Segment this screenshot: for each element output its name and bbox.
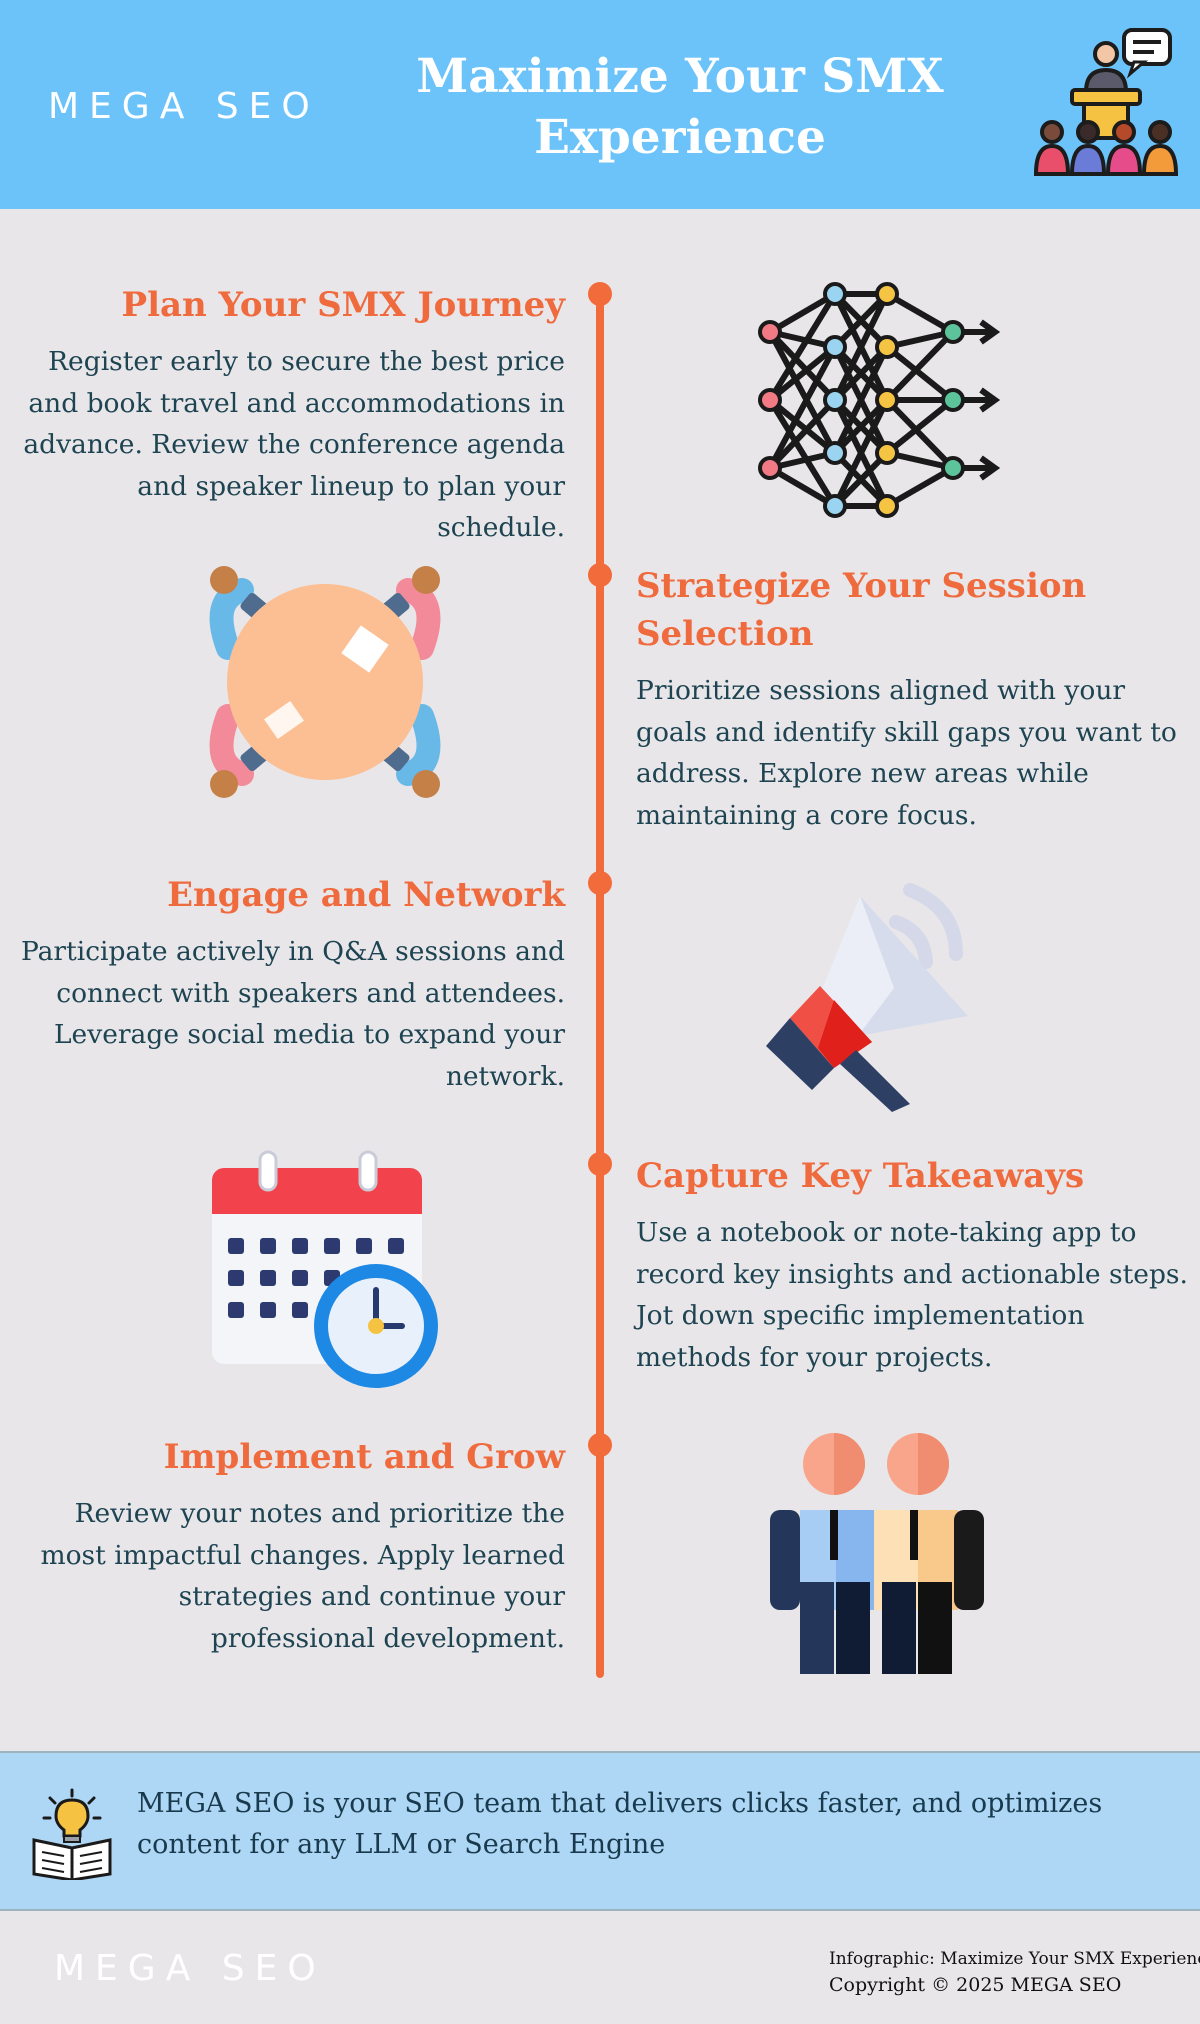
collaboration-hands-icon <box>209 566 441 798</box>
step-description: Prioritize sessions aligned with your go… <box>636 675 1177 831</box>
footer-info: Infographic: Maximize Your SMX Experienc… <box>829 1946 1200 1998</box>
calendar-clock-icon <box>212 1150 438 1388</box>
step-title: Capture Key Takeaways <box>636 1156 1085 1196</box>
book-lightbulb-icon <box>32 1788 112 1880</box>
timeline-dot <box>588 1152 612 1176</box>
step-session-selection: Strategize Your Session Selection Priori… <box>636 562 1196 836</box>
megaphone-icon <box>766 883 968 1112</box>
step-title: Strategize Your Session Selection <box>636 566 1087 654</box>
header: MEGA SEO Maximize Your SMX Experience <box>0 0 1200 209</box>
speaker-podium-icon <box>1033 28 1179 176</box>
page-title: Maximize Your SMX Experience <box>416 49 944 165</box>
step-title: Engage and Network <box>167 875 565 915</box>
business-partners-icon <box>770 1433 984 1674</box>
timeline-dot <box>588 563 612 587</box>
step-title: Plan Your SMX Journey <box>121 285 565 325</box>
brand-logo: MEGA SEO <box>48 86 320 127</box>
neural-network-icon <box>758 282 1001 518</box>
step-title: Implement and Grow <box>163 1437 565 1477</box>
timeline-dot <box>588 1433 612 1457</box>
footer-copyright: Copyright © 2025 MEGA SEO <box>829 1974 1122 1996</box>
timeline-dot <box>588 282 612 306</box>
step-description: Review your notes and prioritize the mos… <box>40 1498 565 1654</box>
banner-text: MEGA SEO is your SEO team that delivers … <box>137 1788 1103 1860</box>
step-description: Use a notebook or note-taking app to rec… <box>636 1217 1188 1373</box>
footer-caption: Infographic: Maximize Your SMX Experienc… <box>829 1949 1200 1969</box>
footer-brand-logo: MEGA SEO <box>54 1948 326 1989</box>
step-description: Participate actively in Q&A sessions and… <box>20 936 565 1092</box>
step-plan-journey: Plan Your SMX Journey Register early to … <box>20 281 565 549</box>
timeline-dot <box>588 871 612 895</box>
timeline-line <box>596 292 604 1678</box>
step-implement-grow: Implement and Grow Review your notes and… <box>20 1433 565 1659</box>
step-description: Register early to secure the best price … <box>23 346 565 543</box>
promo-banner: MEGA SEO is your SEO team that delivers … <box>0 1751 1200 1911</box>
step-engage-network: Engage and Network Participate actively … <box>20 871 565 1097</box>
step-capture-takeaways: Capture Key Takeaways Use a notebook or … <box>636 1152 1196 1378</box>
